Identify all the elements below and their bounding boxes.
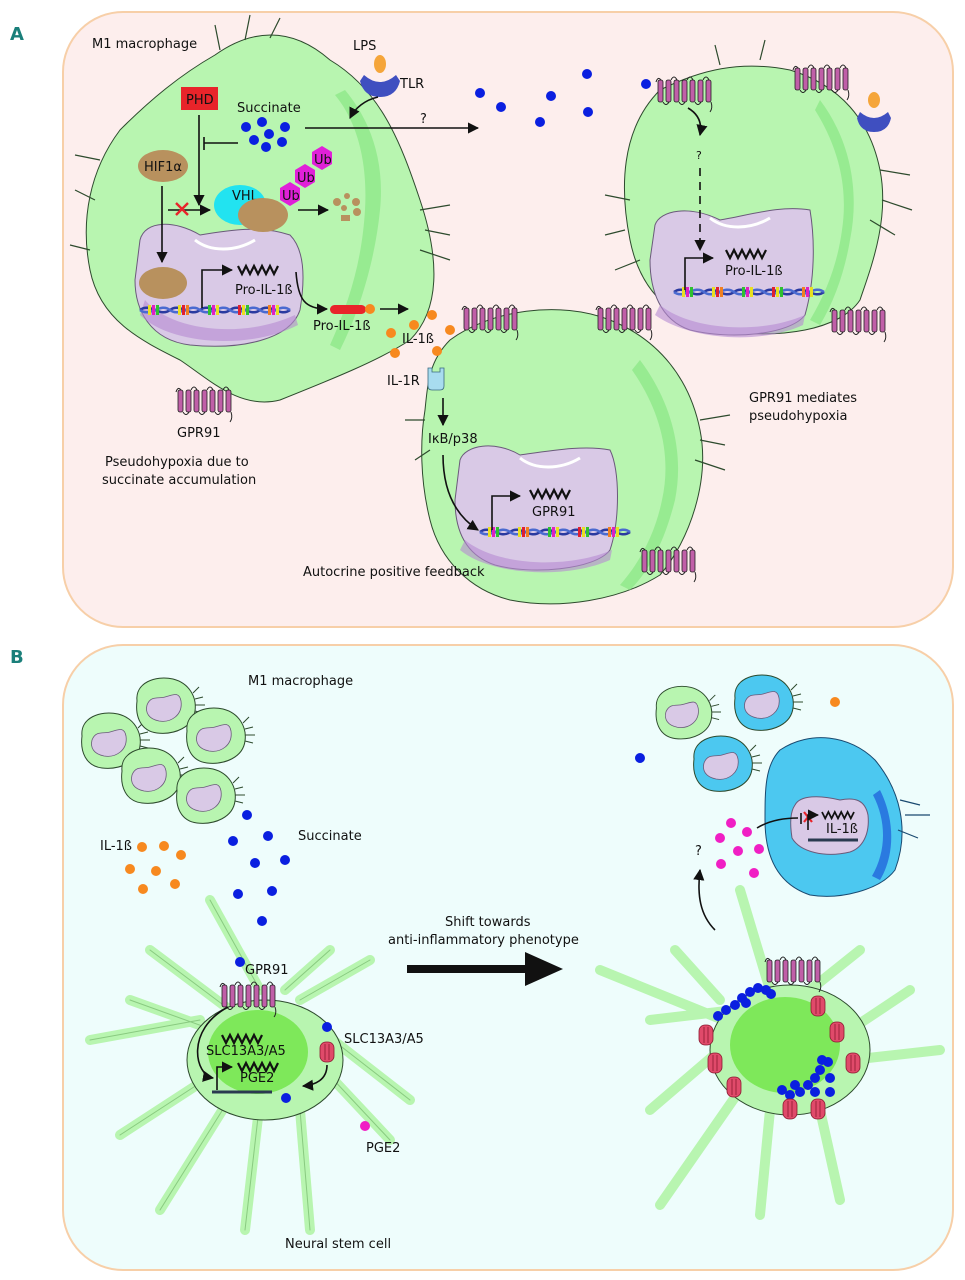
succinate-dots-b bbox=[228, 810, 290, 926]
label-il1b-a: IL-1ß bbox=[402, 332, 434, 347]
pge2-release-arrow bbox=[693, 868, 716, 931]
label-question-b: ? bbox=[695, 844, 702, 859]
panel-a-letter: A bbox=[10, 24, 24, 45]
label-slc-transporter: SLC13A3/A5 bbox=[344, 1032, 424, 1047]
panel-b-letter: B bbox=[10, 647, 24, 668]
hif1a-bound bbox=[238, 198, 288, 232]
label-gpr91-left: GPR91 bbox=[177, 426, 221, 441]
label-m1-macrophage-a: M1 macrophage bbox=[92, 37, 197, 52]
succinate-accumulation-bottom bbox=[777, 1055, 835, 1100]
label-m1-macrophage-b: M1 macrophage bbox=[248, 674, 353, 689]
label-il1b-b: IL-1ß bbox=[100, 839, 132, 854]
label-shift-line2: anti-inflammatory phenotype bbox=[388, 933, 579, 948]
ikb-to-gene-arrow bbox=[442, 454, 479, 531]
label-ub-3: Ub bbox=[314, 153, 332, 168]
phd-box bbox=[181, 87, 218, 110]
slc-import-arrow bbox=[301, 1064, 328, 1091]
nucleus-left bbox=[134, 223, 304, 347]
transcription-arrow-right bbox=[684, 252, 715, 290]
hif1a-in-nucleus bbox=[139, 267, 187, 299]
label-shift-line1: Shift towards bbox=[445, 915, 531, 930]
il1b-dots-b bbox=[125, 841, 186, 894]
nucleus-right bbox=[649, 208, 814, 338]
blocked-x-icon bbox=[175, 202, 189, 216]
tlr-receptor bbox=[360, 75, 400, 97]
pge2-dots-right bbox=[715, 818, 764, 878]
caption-left-line1: Pseudohypoxia due to bbox=[105, 455, 249, 470]
caption-left-line2: succinate accumulation bbox=[102, 473, 256, 488]
label-hif1a: HIF1α bbox=[144, 160, 182, 175]
label-question-right: ? bbox=[696, 149, 702, 162]
caption-right-line1: GPR91 mediates bbox=[749, 391, 857, 406]
slc-transporter-left bbox=[319, 1041, 335, 1063]
caption-middle: Autocrine positive feedback bbox=[303, 565, 485, 580]
il1b-cleavage-site bbox=[365, 304, 375, 314]
label-gpr91-gene: GPR91 bbox=[532, 505, 576, 520]
succinate-inhibits-phd bbox=[203, 137, 238, 150]
label-question-a: ? bbox=[420, 112, 427, 127]
pro-il1b-protein bbox=[330, 305, 366, 314]
shift-arrow-head bbox=[525, 952, 563, 986]
lps-right bbox=[868, 92, 880, 108]
transcription-arrow-left bbox=[201, 264, 234, 308]
caption-right-line2: pseudohypoxia bbox=[749, 409, 847, 424]
degraded-fragments bbox=[333, 193, 361, 221]
ubiquitin-chain bbox=[280, 146, 332, 206]
succinate-dot-right bbox=[635, 753, 645, 763]
succinate-at-gpr91 bbox=[235, 957, 245, 967]
nucleus-middle bbox=[454, 445, 618, 573]
succinate-internal bbox=[281, 1093, 291, 1103]
translation-arrow bbox=[295, 271, 329, 315]
transcription-arrow-il1b bbox=[807, 809, 820, 830]
tlr-signal-arrow bbox=[349, 96, 379, 120]
lps-molecule bbox=[374, 55, 386, 73]
label-phd: PHD bbox=[186, 93, 214, 108]
il1b-secreted bbox=[386, 310, 455, 358]
label-ub-1: Ub bbox=[282, 189, 300, 204]
transcription-arrow-b bbox=[216, 1061, 234, 1090]
gpr91-to-nucleus-arrow bbox=[196, 1006, 229, 1082]
label-succinate-a: Succinate bbox=[237, 101, 301, 116]
label-pro-il1b-right: Pro-IL-1ß bbox=[725, 264, 783, 279]
label-tlr: TLR bbox=[399, 77, 424, 92]
label-ub-2: Ub bbox=[297, 171, 315, 186]
pge2-inhibition-arrow bbox=[756, 813, 802, 829]
gpr91-signal-arrow bbox=[687, 107, 708, 137]
tlr-right bbox=[857, 112, 891, 132]
label-gpr91-b: GPR91 bbox=[245, 963, 289, 978]
succinate-accumulation-top bbox=[713, 983, 776, 1021]
hif1a-protein bbox=[138, 150, 188, 182]
extracellular-succinate bbox=[475, 69, 651, 127]
label-lps: LPS bbox=[353, 39, 376, 54]
label-pro-il1b-protein: Pro-IL-1ß bbox=[313, 319, 371, 334]
pge2-dot bbox=[360, 1121, 370, 1131]
label-pro-il1b-gene: Pro-IL-1ß bbox=[235, 283, 293, 298]
il1b-dot-right bbox=[830, 697, 840, 707]
il1r-receptor bbox=[427, 367, 445, 391]
transcription-arrow-middle bbox=[491, 490, 522, 530]
succinate-cluster-a bbox=[241, 117, 290, 152]
label-il1r: IL-1R bbox=[387, 374, 420, 389]
label-pge2: PGE2 bbox=[366, 1141, 400, 1156]
label-succinate-b: Succinate bbox=[298, 829, 362, 844]
label-slc-gene: SLC13A3/A5 bbox=[206, 1044, 286, 1059]
label-ikb-p38: IκB/p38 bbox=[428, 432, 478, 447]
label-il1b-gene: IL-1ß bbox=[826, 822, 858, 837]
label-pge2-gene: PGE2 bbox=[240, 1071, 274, 1086]
label-neural-stem-cell: Neural stem cell bbox=[285, 1237, 391, 1252]
succinate-at-slc bbox=[322, 1022, 332, 1032]
